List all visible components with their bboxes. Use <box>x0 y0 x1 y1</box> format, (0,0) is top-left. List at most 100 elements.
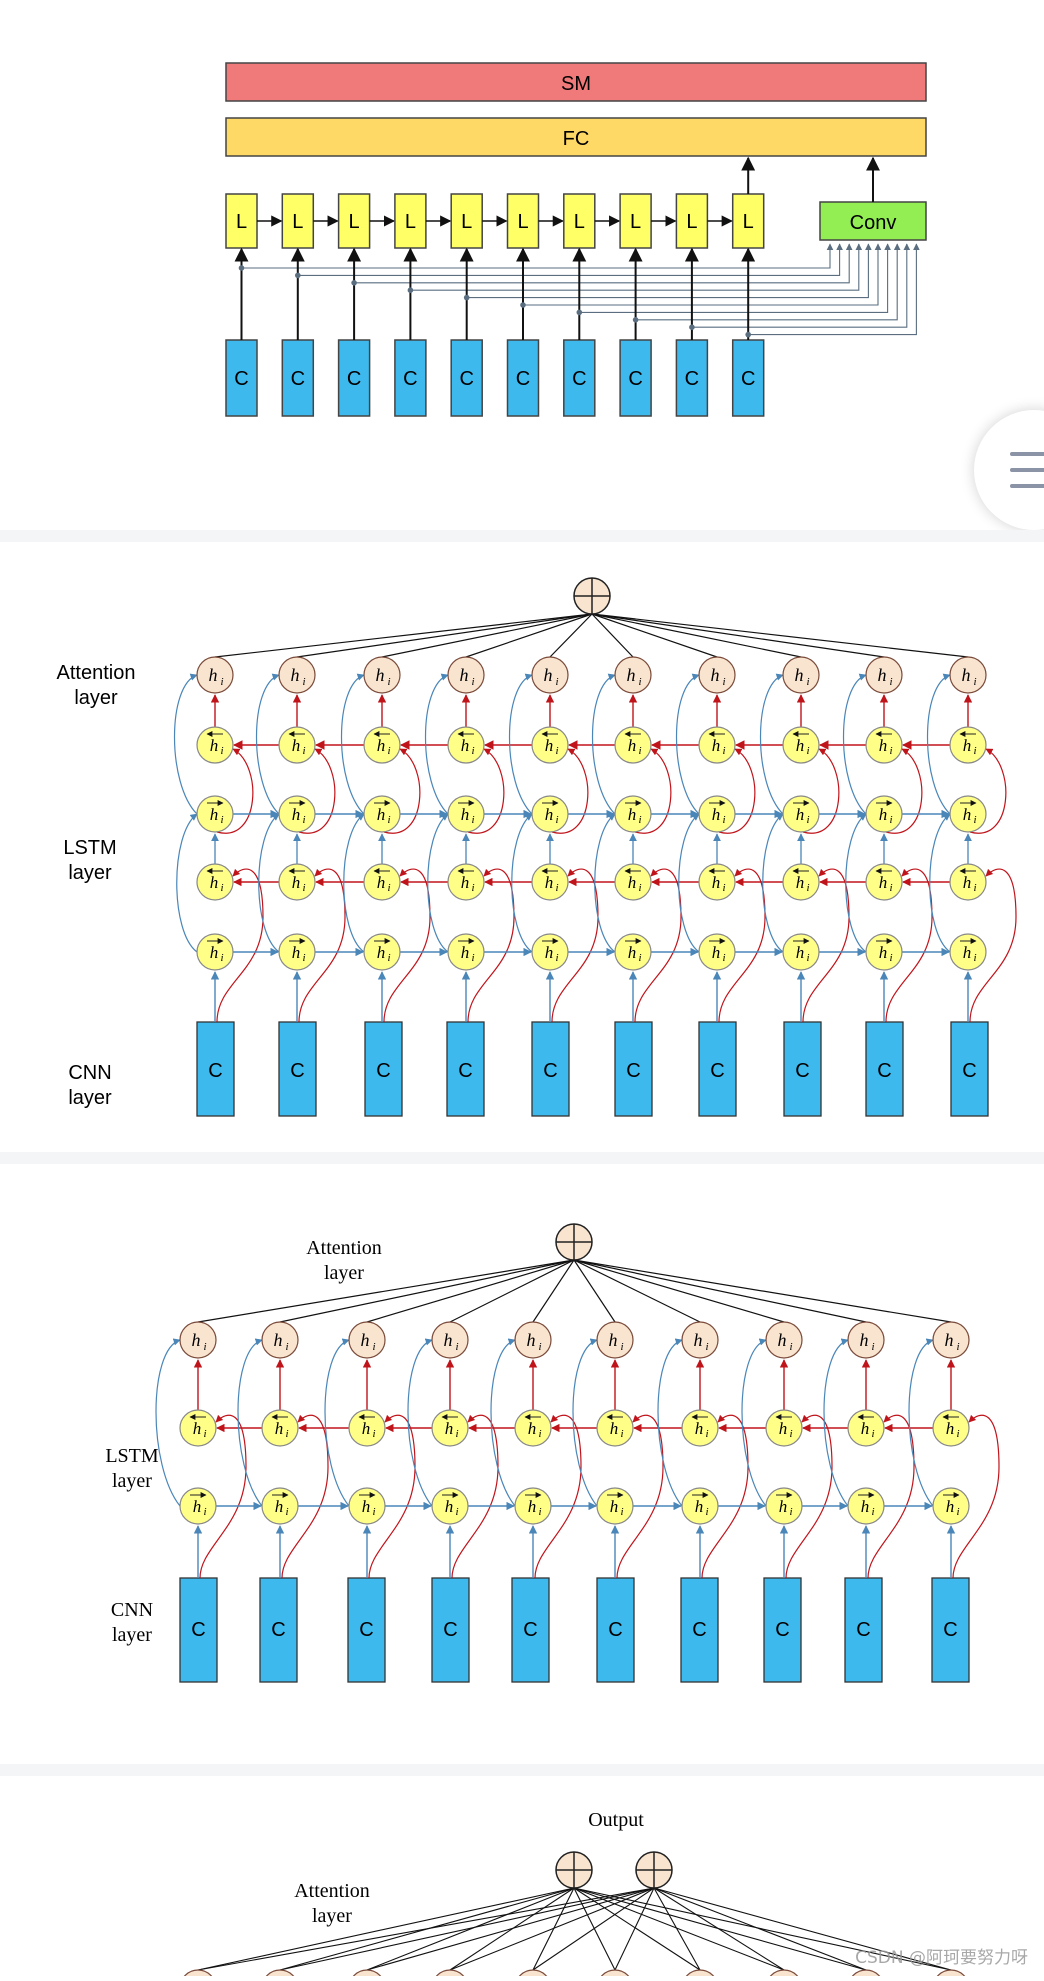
hidden-state-symbol: h <box>292 943 301 962</box>
forward-to-backward-arc <box>551 748 589 834</box>
forward-to-attention-arc <box>908 1338 934 1507</box>
forward-to-backward-arc <box>634 748 672 834</box>
hidden-state-symbol: h <box>193 1497 202 1516</box>
hidden-state-subscript: i <box>889 952 892 964</box>
cnn-block <box>619 339 652 417</box>
attention-symbol: h <box>945 1330 954 1350</box>
hidden-state-subscript: i <box>620 1506 623 1518</box>
conv-label: Conv <box>850 212 897 234</box>
attention-symbol: h <box>192 1330 201 1350</box>
attention-layer-label: layer <box>312 1905 352 1927</box>
hidden-state-subscript: i <box>455 1506 458 1518</box>
attention-subscript: i <box>455 1341 458 1353</box>
attention-subscript: i <box>789 1341 792 1353</box>
hidden-state-symbol: h <box>193 1419 202 1438</box>
cnn-to-conv-connector <box>297 243 843 276</box>
forward-hidden-node <box>681 1487 719 1525</box>
hidden-state-symbol: h <box>210 736 219 755</box>
cnn-block-label: C <box>685 368 699 390</box>
hidden-state-subscript: i <box>705 1506 708 1518</box>
forward-hidden-node <box>447 933 485 971</box>
forward-to-attention-arc <box>572 1338 598 1507</box>
forward-to-attention-arc <box>340 673 365 815</box>
cnn-block-label: C <box>271 1619 285 1641</box>
hidden-state-subscript: i <box>889 745 892 757</box>
backward-hidden-node <box>614 863 652 901</box>
attention-node <box>597 1969 633 1981</box>
cnn-block <box>431 1577 470 1683</box>
forward-hidden-node <box>949 933 987 971</box>
forward-stack-arc <box>343 813 365 953</box>
forward-stack-arc <box>511 813 533 953</box>
attention-node <box>278 656 316 694</box>
forward-hidden-node <box>765 1487 803 1525</box>
menu-icon-bar <box>1010 484 1044 488</box>
cnn-block-label: C <box>359 1619 373 1641</box>
cnn-block <box>259 1577 298 1683</box>
forward-hidden-node <box>614 933 652 971</box>
forward-to-attention-arc <box>237 1338 263 1507</box>
cnn-block-label: C <box>234 368 248 390</box>
cnn-block <box>281 339 315 417</box>
forward-hidden-node <box>348 1487 386 1525</box>
hidden-state-subscript: i <box>538 1506 541 1518</box>
forward-to-attention-arc <box>842 673 867 815</box>
attention-symbol: h <box>376 665 385 685</box>
attention-subscript: i <box>203 1341 206 1353</box>
hidden-state-subscript: i <box>387 882 390 894</box>
lstm-cell <box>281 193 315 249</box>
hidden-state-subscript: i <box>220 882 223 894</box>
cnn-to-conv-connector <box>354 243 853 284</box>
cnn-to-conv-connector <box>410 243 863 291</box>
backward-hidden-node <box>196 726 234 764</box>
hidden-state-subscript: i <box>806 745 809 757</box>
attention-to-output-line <box>573 1887 785 1971</box>
lstm-cell <box>675 193 709 249</box>
attention-subscript: i <box>705 1341 708 1353</box>
hidden-state-symbol: h <box>712 943 721 962</box>
cnn-block <box>783 1021 822 1117</box>
backward-hidden-node <box>196 863 234 901</box>
hidden-state-symbol: h <box>292 736 301 755</box>
lstm-cell-label: L <box>686 211 697 233</box>
attention-subscript: i <box>973 676 976 688</box>
lstm-cell-label: L <box>574 211 585 233</box>
attention-to-sum-line <box>573 1259 952 1323</box>
hidden-state-symbol: h <box>879 805 888 824</box>
attention-to-sum-line <box>591 613 802 658</box>
forward-hidden-node <box>196 795 234 833</box>
forward-hidden-node <box>949 795 987 833</box>
attention-symbol: h <box>209 665 218 685</box>
forward-to-attention-arc <box>759 673 784 815</box>
cnn-block <box>511 1577 550 1683</box>
lstm-cell-label: L <box>349 211 360 233</box>
input-to-backward-arc <box>298 868 346 1023</box>
hidden-state-subscript: i <box>973 882 976 894</box>
hidden-state-subscript: i <box>973 745 976 757</box>
forward-hidden-node <box>363 795 401 833</box>
forward-hidden-node <box>782 795 820 833</box>
cnn-block-label: C <box>290 1060 304 1082</box>
hidden-state-subscript: i <box>722 952 725 964</box>
backward-hidden-node <box>278 863 316 901</box>
attention-to-output-line <box>532 1887 575 1971</box>
backward-hidden-node <box>531 863 569 901</box>
attention-node <box>847 1321 885 1359</box>
cnn-block-label: C <box>943 1619 957 1641</box>
lstm-cell-label: L <box>517 211 528 233</box>
output-label: Output <box>588 1809 644 1831</box>
cnn-block-label: C <box>208 1060 222 1082</box>
hidden-state-subscript: i <box>871 1428 874 1440</box>
attention-layer-label: Attention <box>57 662 136 684</box>
attention-layer-label: layer <box>74 687 118 709</box>
hidden-state-symbol: h <box>545 873 554 892</box>
attention-to-sum-line <box>591 613 885 658</box>
attention-to-output-line <box>573 1887 701 1971</box>
attention-subscript: i <box>372 1341 375 1353</box>
attention-symbol: h <box>962 665 971 685</box>
forward-stack-arc <box>258 813 280 953</box>
connector-junction <box>295 272 301 279</box>
hidden-state-symbol: h <box>545 736 554 755</box>
